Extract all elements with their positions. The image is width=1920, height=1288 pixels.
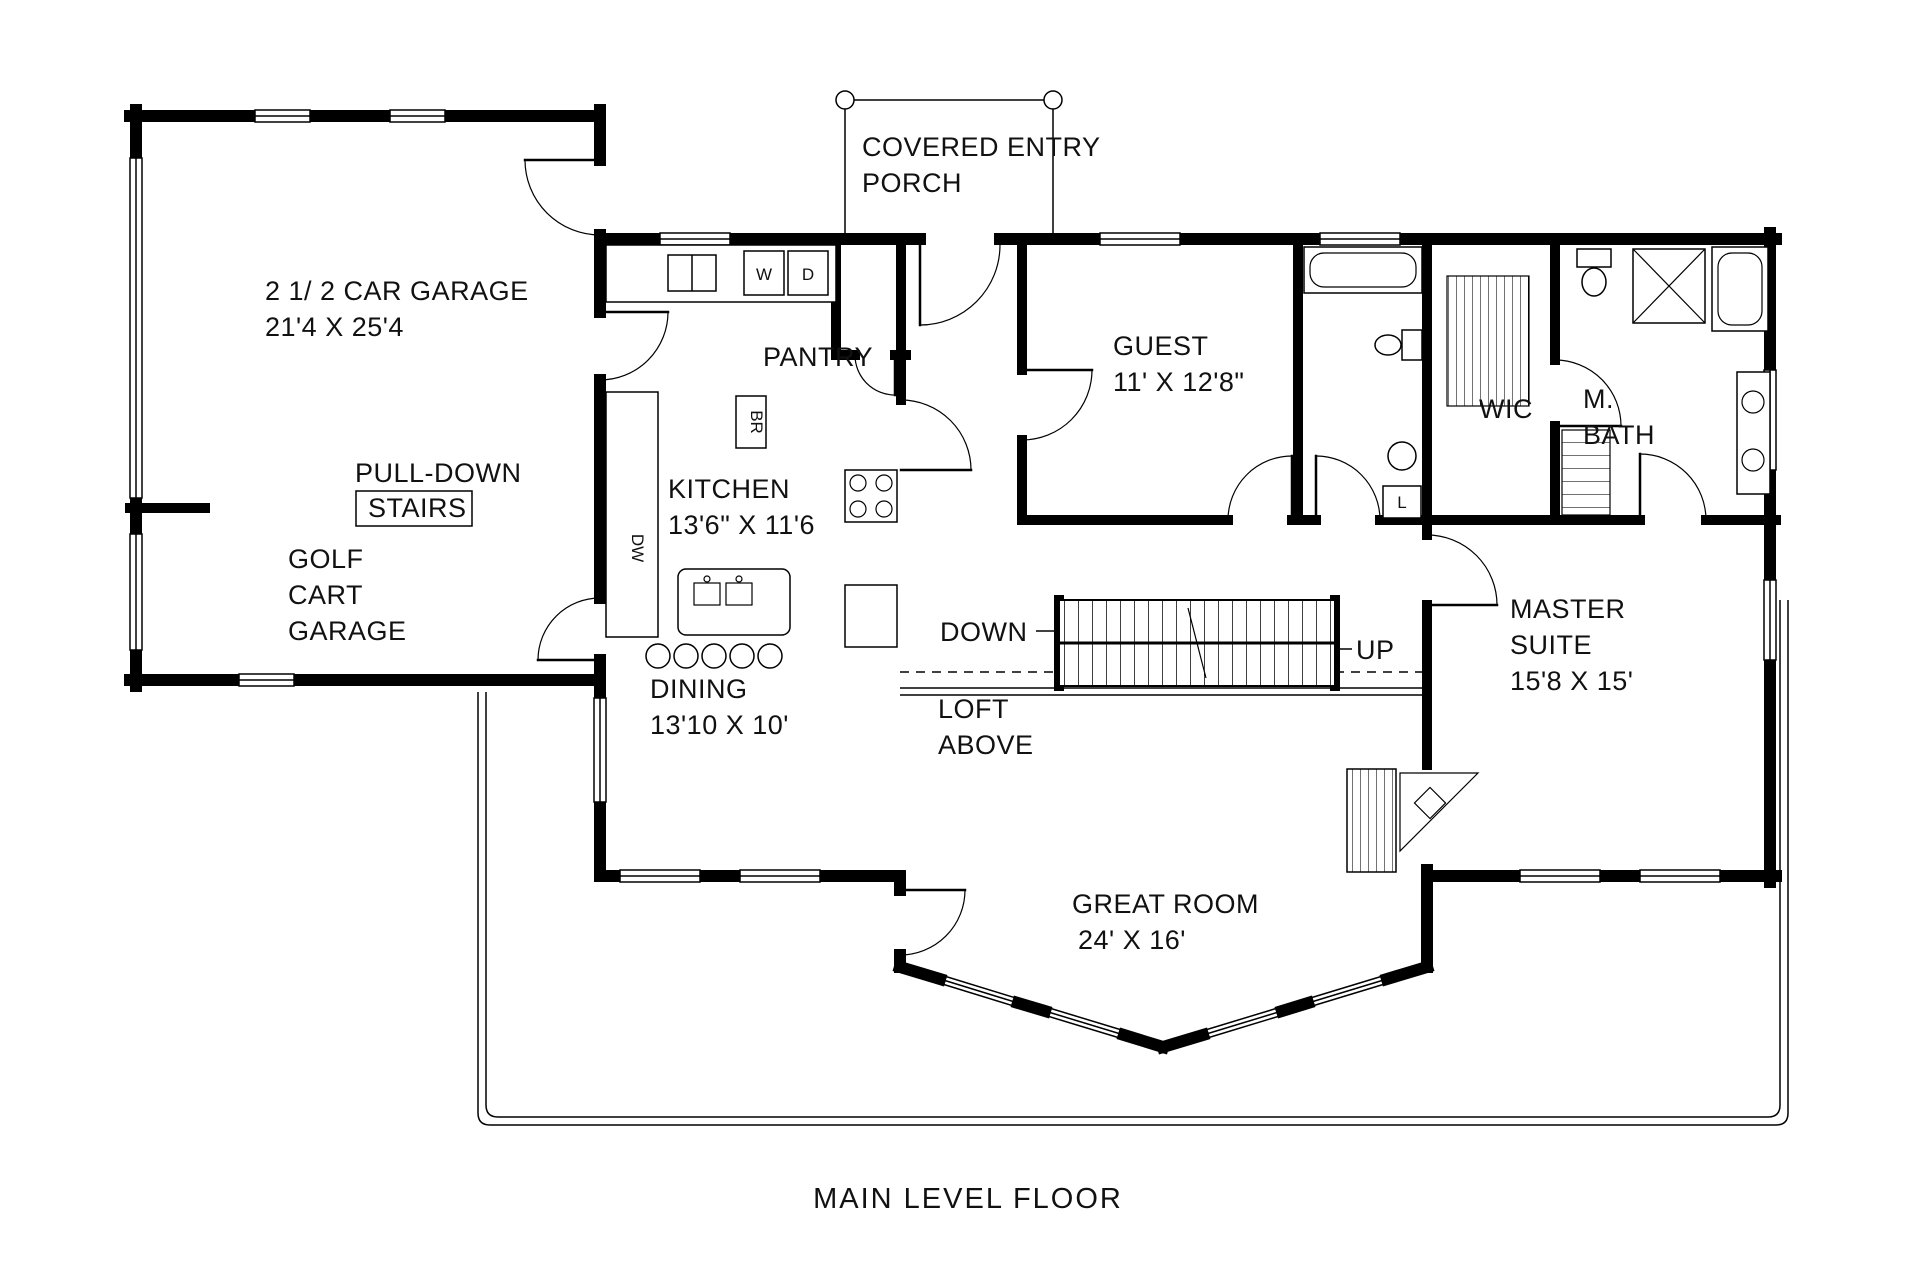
down-label: DOWN: [940, 617, 1027, 647]
porch-post-icon: [835, 90, 855, 110]
doors: [523, 158, 1707, 956]
svg-text:L: L: [1397, 493, 1406, 512]
toilet-icon: [1374, 329, 1423, 361]
refrigerator-icon: [844, 584, 898, 648]
house-exterior-walls: [594, 227, 1782, 1055]
sink-icon: [1387, 441, 1417, 471]
dining-dims: 13'10 X 10': [650, 710, 789, 740]
bathtub-icon: [1711, 246, 1769, 332]
master-suite-label-2: SUITE: [1510, 630, 1592, 660]
loft-label-1: LOFT: [938, 694, 1009, 724]
loft-label-2: ABOVE: [938, 730, 1034, 760]
guest-dims: 11' X 12'8": [1113, 367, 1244, 397]
broom-closet-icon: BR: [735, 395, 767, 449]
covered-entry-porch: [835, 90, 1063, 233]
wic-shelving: [1446, 275, 1530, 407]
porch-label-2: PORCH: [862, 168, 962, 198]
garage-door-icon: [129, 157, 143, 651]
kitchen-dims: 13'6" X 11'6: [668, 510, 815, 540]
shower-icon: [1632, 248, 1706, 324]
window-icon: [659, 232, 731, 246]
linen-closet-icon: L: [1382, 485, 1422, 519]
kitchen-fixtures: W D DW BR: [605, 244, 898, 669]
window-icon: [619, 869, 701, 883]
master-bath-fixtures: [1561, 246, 1771, 516]
door-leaf: [523, 158, 1642, 892]
window-icon: [1519, 869, 1601, 883]
window-icon: [1099, 232, 1181, 246]
kitchen-label: KITCHEN: [668, 474, 790, 504]
golf-cart-label-3: GARAGE: [288, 616, 407, 646]
kitchen-sink-icon: [667, 254, 717, 292]
garage-label: 2 1/ 2 CAR GARAGE: [265, 276, 529, 306]
hall-bath-fixtures: L: [1303, 246, 1423, 519]
porch-label-1: COVERED ENTRY: [862, 132, 1101, 162]
windows: [238, 109, 1777, 1040]
linen-shelves: [1561, 429, 1611, 516]
kitchen-island: [677, 568, 791, 636]
double-vanity-icon: [1736, 371, 1771, 495]
svg-text:BR: BR: [747, 410, 766, 434]
pull-down-stairs-box: [355, 490, 473, 527]
bathtub-icon: [1303, 246, 1423, 294]
golf-cart-label-2: CART: [288, 580, 363, 610]
porch-post-icon: [1043, 90, 1063, 110]
window-icon: [1763, 579, 1777, 661]
guest-label: GUEST: [1113, 331, 1209, 361]
window-icon: [593, 697, 607, 803]
dining-label: DINING: [650, 674, 748, 704]
dryer-icon: D: [787, 250, 829, 296]
window-icon: [739, 869, 821, 883]
golf-cart-label-1: GOLF: [288, 544, 364, 574]
pull-down-stairs-label-2: STAIRS: [368, 493, 467, 523]
up-label: UP: [1356, 635, 1395, 665]
plan-title: MAIN LEVEL FLOOR: [813, 1183, 1123, 1215]
bar-stool-icon: [645, 643, 783, 669]
svg-text:D: D: [802, 265, 814, 284]
range-icon: [844, 469, 898, 523]
pull-down-stairs-label: PULL-DOWN: [355, 458, 522, 488]
door-swing-arc: [524, 159, 1707, 956]
master-suite-dims: 15'8 X 15': [1510, 666, 1633, 696]
washer-icon: W: [743, 250, 785, 296]
window-icon: [254, 109, 311, 123]
master-bath-label-1: M.: [1583, 384, 1614, 414]
labels: 2 1/ 2 CAR GARAGE 21'4 X 25'4 PULL-DOWN …: [265, 132, 1655, 1215]
staircase: [900, 599, 1430, 696]
prow-window-icon: [938, 974, 1389, 1040]
master-bath-label-2: BATH: [1583, 420, 1655, 450]
window-icon: [389, 109, 446, 123]
great-room-dims: 24' X 16': [1078, 925, 1186, 955]
wic-label: WIC: [1479, 394, 1533, 424]
kitchen-counter-left: [605, 391, 659, 638]
toilet-icon: [1576, 248, 1612, 297]
window-icon: [238, 673, 295, 687]
deck-outline: [477, 600, 1789, 1126]
window-icon: [1639, 869, 1721, 883]
dishwasher-label: DW: [628, 534, 647, 562]
svg-text:W: W: [756, 265, 772, 284]
hall-railing: [900, 687, 1427, 696]
great-room-label: GREAT ROOM: [1072, 889, 1259, 919]
fireplace-icon: [1346, 768, 1480, 873]
master-suite-label-1: MASTER: [1510, 594, 1626, 624]
garage-dims: 21'4 X 25'4: [265, 312, 404, 342]
pantry-label: PANTRY: [763, 342, 873, 372]
window-icon: [1319, 232, 1401, 246]
garage-walls: [124, 104, 606, 692]
